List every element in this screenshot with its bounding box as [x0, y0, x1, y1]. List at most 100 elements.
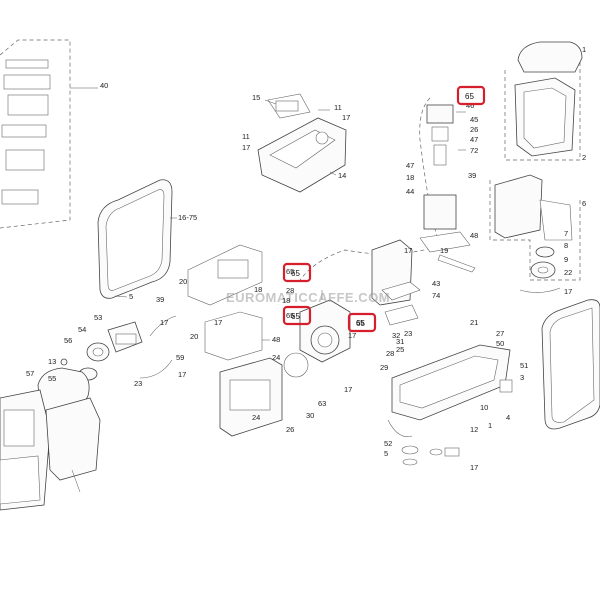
- callout-number: 22: [564, 268, 572, 277]
- callout-number: 29: [380, 363, 388, 372]
- callout-number: 30: [306, 411, 314, 420]
- callout-number: 20: [190, 332, 198, 341]
- callout-number: 17: [342, 113, 350, 122]
- callout-number: 19: [440, 246, 448, 255]
- callout-number: 14: [338, 171, 346, 180]
- assembly-40: [0, 39, 98, 229]
- callout-number: 17: [160, 318, 168, 327]
- callout-number: 3: [520, 373, 524, 382]
- highlight-box: [282, 262, 312, 283]
- callout-number: 18: [406, 173, 414, 182]
- callout-number: 59: [176, 353, 184, 362]
- callout-number: 17: [344, 385, 352, 394]
- callout-number: 55: [48, 374, 56, 383]
- callout-number: 16-75: [178, 213, 197, 222]
- watermark-text: EUROMATICCAFFE.COM: [226, 290, 390, 305]
- callout-number: 63: [318, 399, 326, 408]
- highlighted-callout: 65: [282, 305, 312, 326]
- callout-number: 20: [179, 277, 187, 286]
- callout-number: 4: [506, 413, 510, 422]
- highlight-label: 65: [291, 312, 300, 321]
- callout-number: 50: [496, 339, 504, 348]
- callout-number: 44: [406, 187, 414, 196]
- callout-number: 26: [286, 425, 294, 434]
- callout-number: 74: [432, 291, 440, 300]
- assembly-6: [489, 174, 581, 293]
- callout-number: 18: [282, 296, 290, 305]
- callout-number: 17: [404, 246, 412, 255]
- callout-number: 48: [470, 231, 478, 240]
- callout-number: 25: [396, 345, 404, 354]
- side-panel-16-75: [97, 179, 177, 299]
- callout-number: 51: [520, 361, 528, 370]
- callout-number: 17: [178, 370, 186, 379]
- callout-number: 72: [470, 146, 478, 155]
- callout-number: 28: [286, 286, 294, 295]
- callout-number: 6: [582, 199, 586, 208]
- callout-number: 56: [64, 336, 72, 345]
- callout-number: 48: [272, 335, 280, 344]
- callout-number: 17: [564, 287, 572, 296]
- callout-number: 65: [286, 267, 294, 276]
- callout-number: 17: [470, 463, 478, 472]
- highlighted-callout: 65: [282, 262, 312, 283]
- callout-number: 9: [564, 255, 568, 264]
- highlight-label: 65: [291, 269, 300, 278]
- callout-number: 21: [470, 318, 478, 327]
- drip-tray-base: [387, 344, 513, 466]
- callout-number: 47: [470, 135, 478, 144]
- callout-number: 27: [496, 329, 504, 338]
- callout-number: 40: [100, 81, 108, 90]
- callout-number: 47: [406, 161, 414, 170]
- pump-assembly: [60, 315, 177, 381]
- callout-number: 17: [242, 143, 250, 152]
- callout-number: 7: [564, 229, 568, 238]
- callout-number: 39: [156, 295, 164, 304]
- water-tank-assembly: [504, 41, 583, 161]
- callout-number: 11: [334, 103, 342, 112]
- callout-number: 54: [78, 325, 86, 334]
- callout-number: 23: [404, 329, 412, 338]
- highlighted-callout: 65: [347, 312, 377, 333]
- callout-number: 5: [129, 292, 133, 301]
- callout-number: 46: [466, 101, 474, 110]
- brew-group-center: [187, 244, 351, 378]
- callout-number: 31: [396, 337, 404, 346]
- callout-number: 28: [386, 349, 394, 358]
- callout-number: 13: [48, 357, 56, 366]
- callout-number: 5: [384, 449, 388, 458]
- callout-number: 12: [470, 425, 478, 434]
- callout-number: 18: [254, 285, 262, 294]
- callout-number: 23: [134, 379, 142, 388]
- callout-number: 1: [488, 421, 492, 430]
- callout-number: 15: [252, 93, 260, 102]
- callout-number: 8: [564, 241, 568, 250]
- callout-number: 32: [392, 331, 400, 340]
- callout-number: 43: [432, 279, 440, 288]
- callout-number: 52: [384, 439, 392, 448]
- heater-column: [299, 97, 476, 281]
- callout-number: 65: [286, 311, 294, 320]
- callout-number: 57: [26, 369, 34, 378]
- callout-number: 2: [582, 153, 586, 162]
- callout-number: 24: [252, 413, 260, 422]
- callout-number: 24: [272, 353, 280, 362]
- callout-number: 17: [214, 318, 222, 327]
- callout-number: 53: [94, 313, 102, 322]
- callout-number: 10: [480, 403, 488, 412]
- callout-number: 45: [470, 115, 478, 124]
- control-board: [204, 311, 283, 437]
- frame-assembly: [371, 239, 421, 326]
- callout-number: 11: [242, 132, 250, 141]
- callout-number: 17: [348, 331, 356, 340]
- callout-number: 26: [470, 125, 478, 134]
- highlight-label: 65: [465, 92, 474, 101]
- side-panel-right: [541, 299, 600, 430]
- machine-body-left: [0, 367, 101, 511]
- highlighted-callout: 65: [456, 85, 486, 106]
- callout-number: 65: [356, 318, 364, 327]
- highlight-label: 65: [356, 319, 365, 328]
